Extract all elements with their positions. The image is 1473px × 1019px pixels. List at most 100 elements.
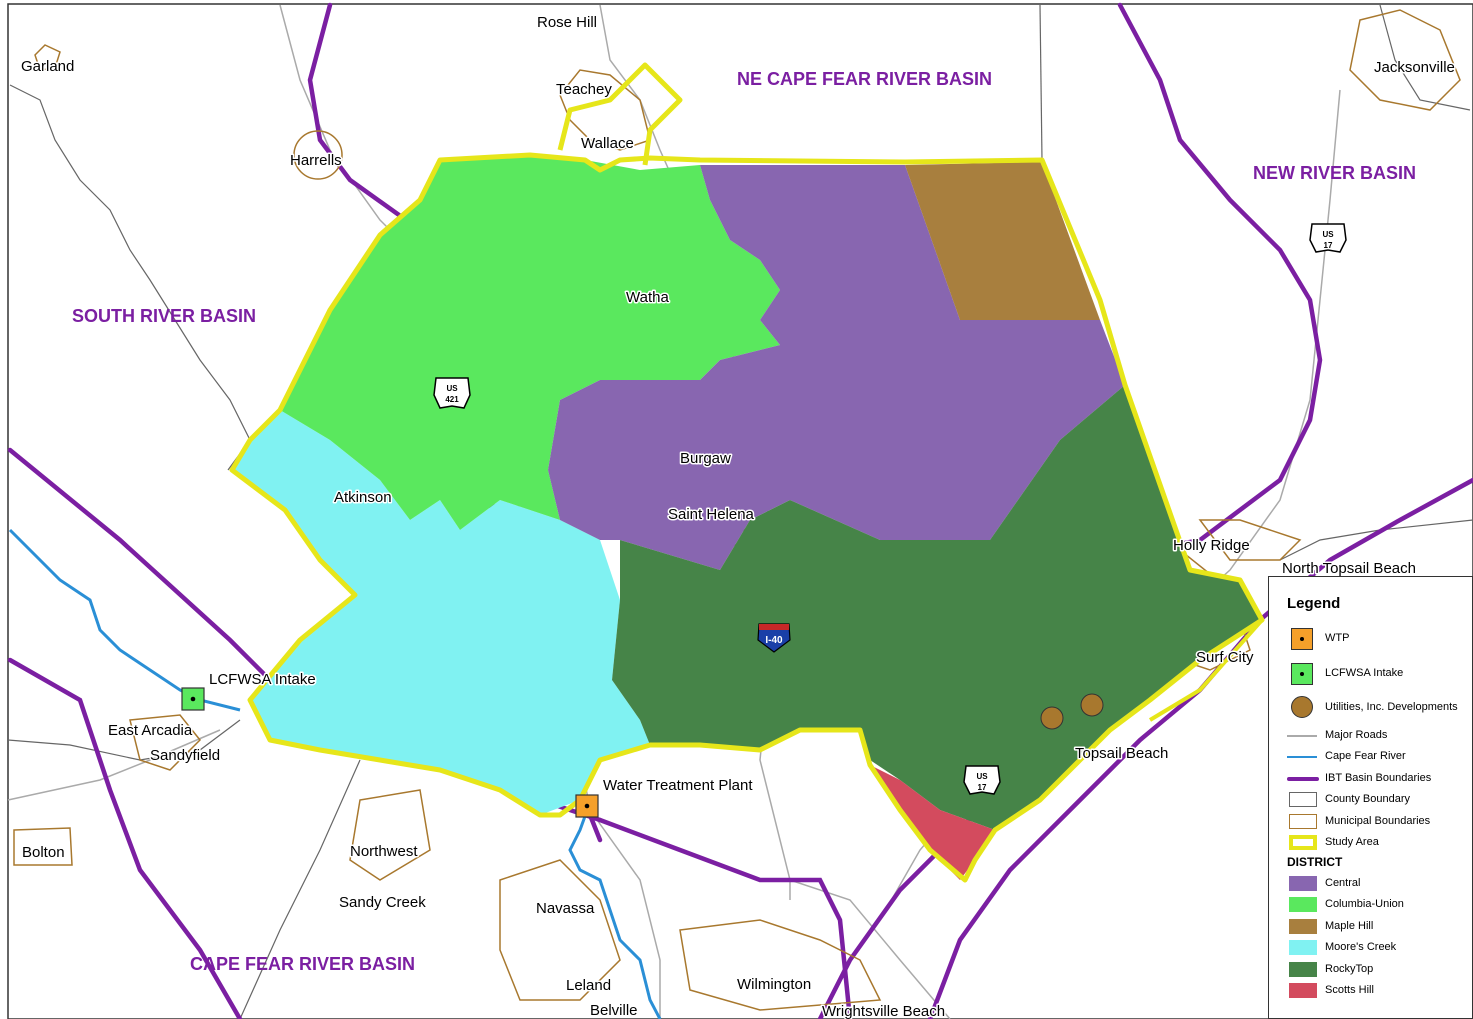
legend-label-ibt: IBT Basin Boundaries bbox=[1325, 771, 1432, 784]
legend-label-intake: LCFWSA Intake bbox=[1325, 666, 1404, 679]
place-label-harrells: Harrells bbox=[290, 152, 342, 169]
district-swatch bbox=[1289, 897, 1317, 913]
basin-label-new-river: NEW RIVER BASIN bbox=[1253, 163, 1416, 183]
us-17-north-bottom-label: 17 bbox=[1324, 241, 1333, 250]
legend-title: Legend bbox=[1287, 595, 1341, 612]
district-swatch bbox=[1289, 940, 1317, 956]
legend-label-wtp: WTP bbox=[1325, 631, 1350, 644]
legend-district-list: Central Columbia-Union Maple Hill Moore'… bbox=[1287, 872, 1472, 1001]
district-rockytop bbox=[612, 385, 1260, 830]
legend-district-heading: DISTRICT bbox=[1287, 855, 1343, 869]
legend-label-county: County Boundary bbox=[1325, 793, 1410, 806]
place-label-sandy-creek: Sandy Creek bbox=[339, 894, 426, 911]
legend-label-municipal: Municipal Boundaries bbox=[1325, 814, 1431, 827]
legend-item-district: RockyTop bbox=[1287, 958, 1472, 980]
basin-label-cape-fear: CAPE FEAR RIVER BASIN bbox=[190, 954, 415, 974]
place-label-watha: Watha bbox=[626, 289, 669, 306]
place-label-garland: Garland bbox=[21, 58, 74, 75]
district-swatch bbox=[1289, 875, 1317, 891]
place-label-navassa: Navassa bbox=[536, 900, 595, 917]
place-label-wrightsville-beach: Wrightsville Beach bbox=[822, 1003, 945, 1019]
place-label-bolton: Bolton bbox=[22, 844, 65, 861]
wtp-symbol-icon bbox=[1287, 627, 1317, 650]
legend-label-district: RockyTop bbox=[1325, 962, 1374, 975]
legend-item-river: Cape Fear River bbox=[1287, 746, 1472, 768]
district-central bbox=[548, 165, 1125, 570]
river-line-icon bbox=[1287, 746, 1317, 766]
county-swatch-icon bbox=[1287, 789, 1317, 809]
district-swatch-icon bbox=[1287, 937, 1317, 957]
legend-item-district: Scotts Hill bbox=[1287, 980, 1472, 1002]
interstate-40-shield-icon: I-40 bbox=[757, 623, 791, 653]
us-17-north-shield-icon: US 17 bbox=[1309, 223, 1347, 253]
place-label-saint-helena: Saint Helena bbox=[668, 506, 755, 523]
district-swatch bbox=[1289, 983, 1317, 999]
legend-item-utilities: Utilities, Inc. Developments bbox=[1287, 690, 1472, 724]
map-legend: Legend WTP LCFWSA Intake Utilities, Inc.… bbox=[1268, 576, 1473, 1019]
place-label-water-treatment-plant: Water Treatment Plant bbox=[603, 777, 753, 794]
legend-item-county: County Boundary bbox=[1287, 789, 1472, 811]
interstate-40-label: I-40 bbox=[765, 635, 783, 646]
major-road-line-icon bbox=[1287, 725, 1317, 745]
district-polygons bbox=[232, 155, 1260, 880]
place-label-atkinson: Atkinson bbox=[334, 489, 392, 506]
place-label-wallace: Wallace bbox=[581, 135, 634, 152]
legend-label-district: Moore's Creek bbox=[1325, 941, 1397, 954]
legend-label-district: Central bbox=[1325, 876, 1361, 889]
legend-item-ibt: IBT Basin Boundaries bbox=[1287, 767, 1472, 789]
legend-label-study-area: Study Area bbox=[1325, 836, 1379, 849]
legend-item-municipal: Municipal Boundaries bbox=[1287, 810, 1472, 832]
lcfwsa-intake-marker[interactable] bbox=[181, 687, 205, 711]
us-17-south-top-label: US bbox=[976, 772, 988, 781]
basin-label-ne-cape-fear: NE CAPE FEAR RIVER BASIN bbox=[737, 69, 992, 89]
district-columbia-union bbox=[280, 155, 780, 530]
district-scotts-hill bbox=[870, 765, 995, 880]
place-label-burgaw: Burgaw bbox=[680, 450, 731, 467]
municipal-swatch-icon bbox=[1287, 811, 1317, 831]
utilities-development-1[interactable] bbox=[1040, 706, 1064, 730]
legend-label-district: Maple Hill bbox=[1325, 919, 1374, 932]
legend-item-district: Maple Hill bbox=[1287, 915, 1472, 937]
us-17-south-bottom-label: 17 bbox=[978, 783, 987, 792]
legend-label-river: Cape Fear River bbox=[1325, 750, 1406, 763]
us-17-south-shield-icon: US 17 bbox=[963, 765, 1001, 795]
district-swatch-icon bbox=[1287, 916, 1317, 936]
place-label-sandyfield: Sandyfield bbox=[150, 747, 220, 764]
us-17-north-top-label: US bbox=[1322, 230, 1334, 239]
study-area-outline bbox=[229, 152, 1265, 883]
intake-symbol-icon bbox=[1287, 662, 1317, 685]
ibt-line-icon bbox=[1287, 768, 1319, 788]
place-label-surf-city: Surf City bbox=[1196, 649, 1254, 666]
legend-item-study-area: Study Area bbox=[1287, 832, 1472, 854]
legend-item-major-roads: Major Roads bbox=[1287, 724, 1472, 746]
utilities-development-2[interactable] bbox=[1080, 693, 1104, 717]
study-area-coastal-strip bbox=[1148, 618, 1264, 722]
us-421-bottom-label: 421 bbox=[445, 395, 459, 404]
place-label-jacksonville: Jacksonville bbox=[1374, 59, 1455, 76]
wtp-marker[interactable] bbox=[575, 794, 599, 818]
place-label-north-topsail-beach: North Topsail Beach bbox=[1282, 560, 1416, 577]
place-label-topsail-beach: Topsail Beach bbox=[1075, 745, 1168, 762]
place-label-wilmington: Wilmington bbox=[737, 976, 811, 993]
legend-item-district: Moore's Creek bbox=[1287, 937, 1472, 959]
place-label-teachey: Teachey bbox=[556, 81, 612, 98]
district-swatch-icon bbox=[1287, 959, 1317, 979]
place-label-northwest: Northwest bbox=[350, 843, 418, 860]
legend-item-district: Columbia-Union bbox=[1287, 894, 1472, 916]
place-label-east-arcadia: East Arcadia bbox=[108, 722, 193, 739]
place-label-belville: Belville bbox=[590, 1002, 638, 1019]
study-area-swatch-icon bbox=[1287, 832, 1317, 852]
district-maple-hill bbox=[905, 162, 1100, 320]
legend-label-district: Scotts Hill bbox=[1325, 984, 1374, 997]
legend-label-utilities: Utilities, Inc. Developments bbox=[1325, 701, 1458, 713]
district-swatch-icon bbox=[1287, 894, 1317, 914]
legend-item-wtp: WTP bbox=[1287, 620, 1472, 655]
district-swatch bbox=[1289, 918, 1317, 934]
place-label-leland: Leland bbox=[566, 977, 611, 994]
utilities-symbol-icon bbox=[1287, 696, 1317, 718]
place-label-rose-hill: Rose Hill bbox=[537, 14, 597, 31]
legend-item-district: Central bbox=[1287, 872, 1472, 894]
us-421-top-label: US bbox=[446, 384, 458, 393]
legend-item-intake: LCFWSA Intake bbox=[1287, 655, 1472, 690]
